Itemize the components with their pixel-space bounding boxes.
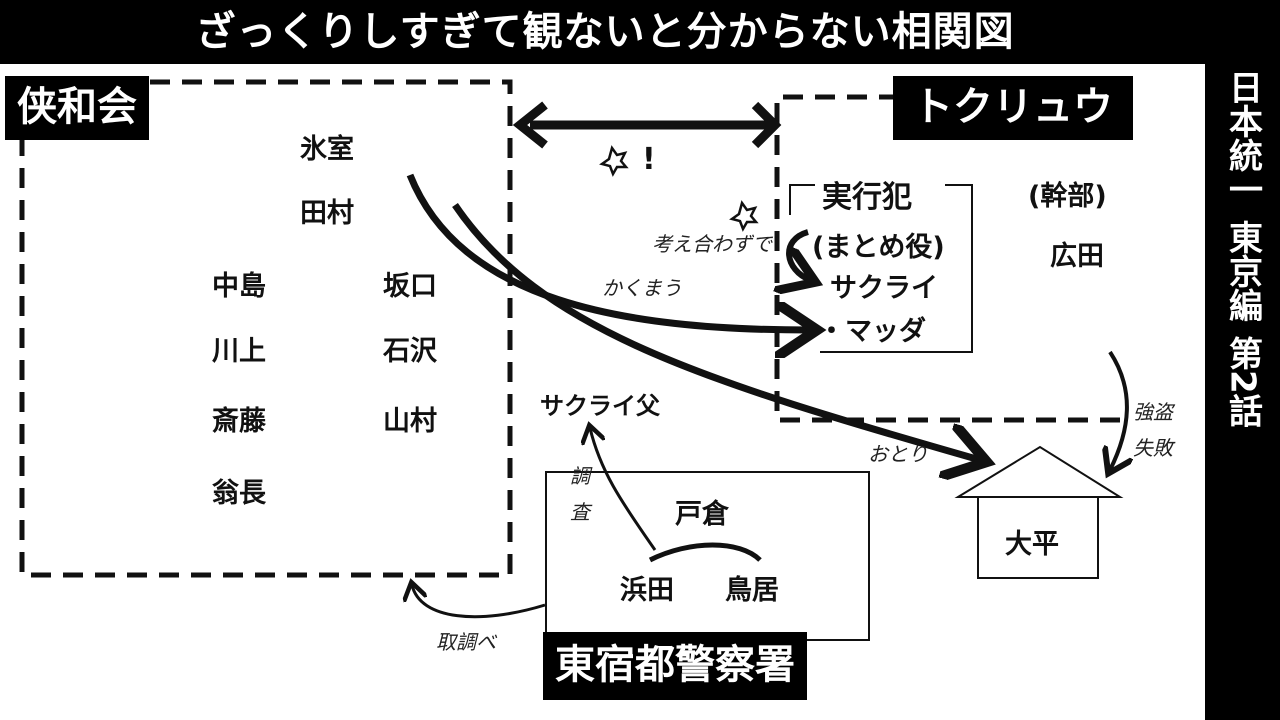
kyowakai-boundary [19,79,513,578]
member-tamura: 田村 [300,198,354,229]
robbery-fail-arrow [1110,350,1127,470]
house-icon [954,445,1124,579]
note-investigate-2: 査 [570,500,590,524]
note-interrogate: 取調べ [436,630,496,654]
officer-torii: 鳥居 [725,575,779,606]
note-hide: かくまう [602,276,682,300]
tokuryu-label: トクリュウ [893,76,1133,140]
star-icon [599,145,629,177]
member-sakaguchi: 坂口 [383,271,437,302]
member-sakurai: サクライ [830,273,938,304]
note-conspire: 考え合わずで [652,232,772,256]
kyowakai-label: 侠和会 [5,76,149,140]
jikkohan-bracket [789,184,973,353]
member-yamamura: 山村 [383,406,437,437]
star-icon [729,200,759,232]
arc-title: 東京編 [1222,220,1263,322]
episode-sidebar: 日本統一 東京編 第2話 [1205,64,1280,720]
police-link [648,542,762,563]
conflict-mark: ! [642,142,656,177]
note-robbery: 強盗 [1133,400,1173,424]
ohira: 大平 [1005,529,1059,560]
member-onaga: 翁長 [212,478,266,509]
conspire-arrow [789,229,810,280]
tokuryu-boundary [774,94,1120,423]
member-saito: 斎藤 [212,406,266,437]
member-matsuda: ・マッダ [818,316,926,347]
decoy-arrow [452,203,980,460]
member-hirota: 広田 [1050,241,1104,272]
investigate-arrow [590,428,657,551]
member-himuro: 氷室 [300,134,354,165]
series-title: 日本統一 [1222,70,1263,206]
conflict-double-arrow [512,101,782,149]
leader-role: (まとめ役) [812,232,945,263]
member-nakajima: 中島 [212,271,266,302]
note-decoy: おとり [868,442,928,466]
executive-role: (幹部) [1028,181,1107,212]
episode-number: 第2話 [1222,336,1263,428]
police-label: 東宿都警察署 [543,632,807,700]
jikkohan-title: 実行犯 [822,180,912,215]
note-failure: 失敗 [1133,436,1173,460]
officer-hamada: 浜田 [620,575,674,606]
interrogate-arrow [412,585,546,619]
page-title: ざっくりしすぎて観ないと分からない相関図 [0,0,1280,64]
note-investigate-1: 調 [570,464,590,488]
member-kawakami: 川上 [212,336,266,367]
sakurai-father: サクライ父 [540,392,660,420]
member-ishizawa: 石沢 [383,336,437,367]
officer-tokura: 戸倉 [675,499,729,530]
